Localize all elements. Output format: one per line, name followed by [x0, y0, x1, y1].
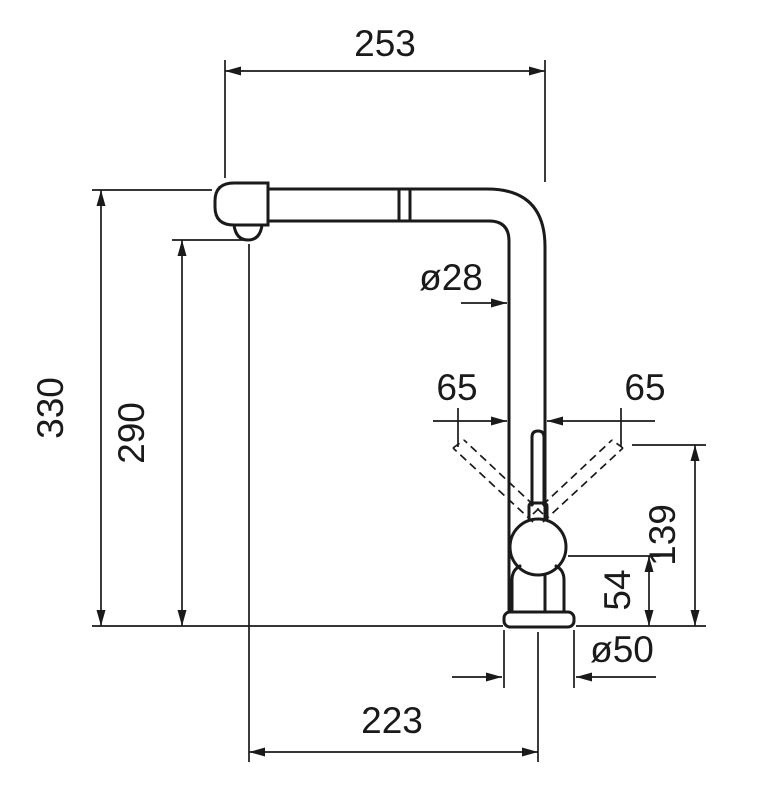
dim-label-253: 253 — [354, 23, 416, 64]
handle-dashed-right-1 — [542, 447, 624, 523]
dim-label-65-left: 65 — [436, 367, 477, 408]
dimension-223: 223 — [248, 244, 539, 762]
dimension-253: 253 — [224, 23, 546, 182]
base-flange — [502, 610, 576, 629]
handle-lever — [530, 429, 546, 507]
spray-head — [213, 181, 270, 227]
dimension-d50: ø50 — [452, 629, 656, 688]
dim-label-d28: ø28 — [419, 257, 483, 298]
dimension-330: 330 — [30, 189, 503, 627]
handle-swing-dashed — [452, 439, 624, 523]
dim-label-290: 290 — [111, 402, 152, 464]
dim-label-54: 54 — [597, 569, 638, 610]
dimension-139: 139 — [576, 444, 706, 627]
mixer-ball — [508, 517, 568, 577]
dimension-65-left: 65 — [433, 367, 507, 447]
spray-outlet-dome — [232, 223, 264, 242]
handle-dashed-right-2 — [532, 439, 613, 515]
dim-label-330: 330 — [30, 377, 71, 439]
dimension-290: 290 — [111, 239, 244, 626]
dim-label-65-right: 65 — [624, 367, 665, 408]
dimension-54: 54 — [568, 555, 660, 626]
spout-outer-contour — [224, 187, 547, 612]
handle-dashed-left-2 — [463, 439, 544, 515]
faucet-outline — [213, 181, 576, 629]
dimension-65-right: 65 — [547, 367, 666, 447]
dim-label-d50: ø50 — [590, 629, 654, 670]
dim-label-223: 223 — [361, 700, 423, 741]
handle-dashed-left-1 — [452, 447, 534, 523]
body-right-shoulder — [554, 564, 566, 614]
body-left-shoulder — [510, 564, 522, 614]
dimension-d28: ø28 — [419, 257, 507, 308]
spout-inner-contour — [266, 219, 511, 612]
